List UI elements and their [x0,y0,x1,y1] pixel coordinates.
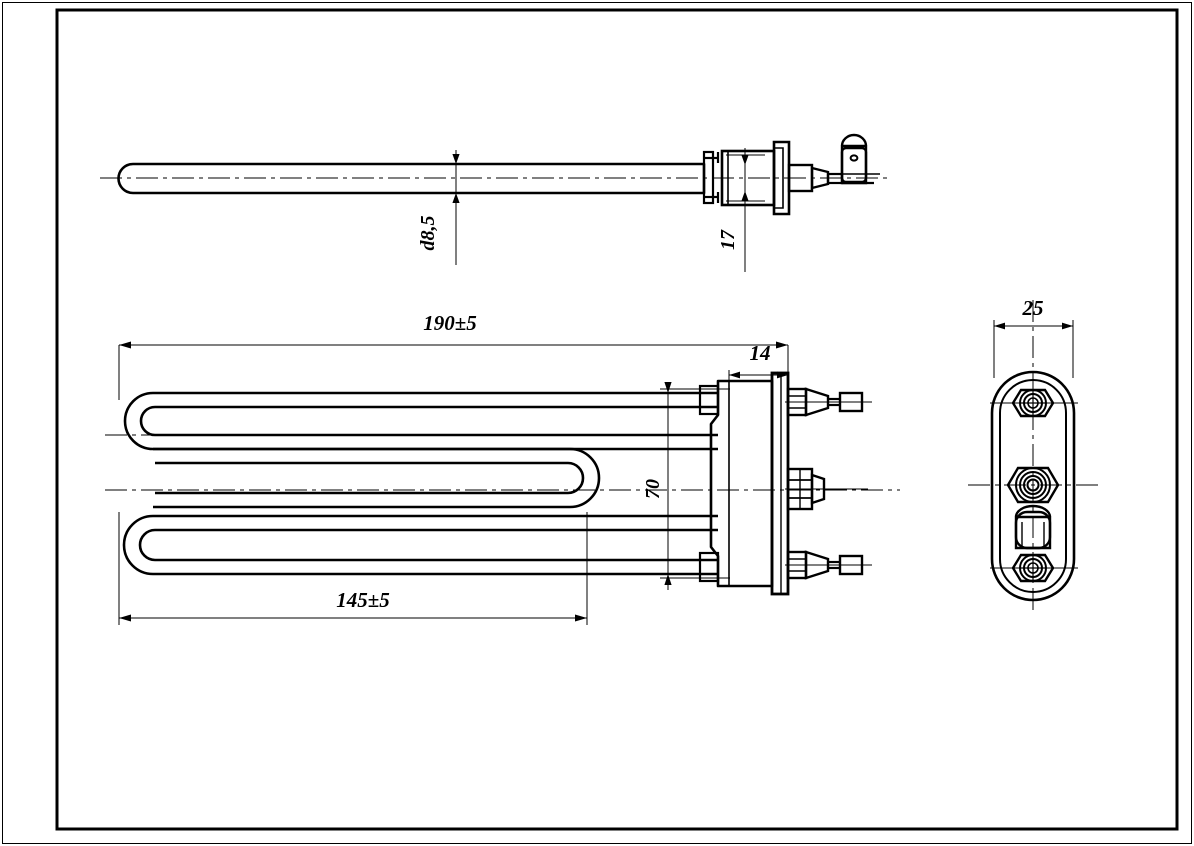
dimension-14-text: 14 [750,341,771,365]
tube-middle-inner [155,461,585,495]
top-view-flange-plate [772,140,791,216]
dimension-190: 190±5 [118,311,789,400]
dimension-17: 17 [717,148,765,272]
end-view-upper-hex-nut [1011,388,1055,418]
front-view-flange-body [709,379,774,588]
end-view-lower-hex-nut [1011,553,1055,583]
end-view-flange-outer [990,370,1076,602]
front-view: 190±5 14 70 [105,311,900,625]
tube-upper-inner [139,405,718,437]
front-view-upper-terminal [785,387,872,417]
dimension-d8-5: d8,5 [417,150,460,265]
dimension-190-text: 190±5 [423,311,477,335]
tube-lower-outer [122,514,718,576]
tube-upper-outer [123,391,718,451]
dimension-25: 25 [993,296,1074,378]
front-view-flange-plate [770,371,790,596]
dimension-25-text: 25 [1022,296,1044,320]
end-view-center-boss [1014,504,1052,550]
end-view-flange-inner [999,379,1067,593]
dimension-d8-5-text: d8,5 [417,216,439,251]
end-view-center-hex-nut [1006,466,1060,504]
dimension-145-text: 145±5 [336,588,390,612]
dimension-70: 70 [642,382,730,590]
top-view: d8,5 17 [100,133,890,272]
top-view-collar [702,150,720,205]
dimension-70-text: 70 [642,479,664,499]
end-view: 25 [968,296,1098,615]
top-view-tube-outline [117,162,706,195]
dimension-145: 145±5 [118,512,588,625]
front-view-lower-terminal [785,550,872,580]
front-view-center-nut [785,467,868,511]
inner-border [55,8,1179,831]
dimension-17-text: 17 [717,229,739,250]
tube-middle-outer [153,447,601,509]
dimension-14: 14 [728,341,789,388]
tube-lower-inner [138,528,718,562]
top-view-spade-terminal [840,133,880,185]
